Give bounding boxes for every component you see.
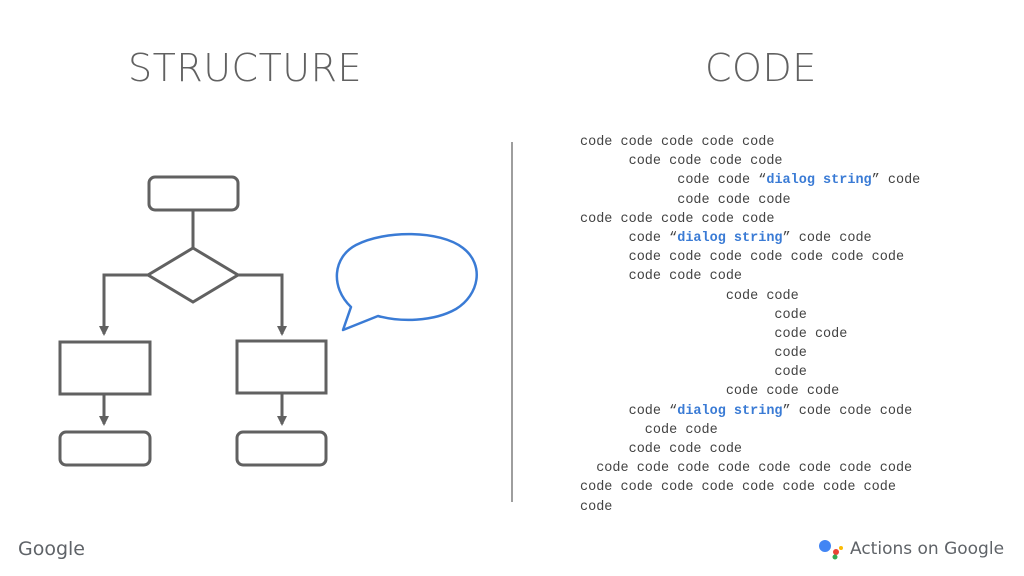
code-text: code code “ (580, 173, 767, 189)
code-block: code code code code code code code code … (580, 133, 920, 517)
code-text: code code code code code code code code (580, 461, 913, 477)
code-text: ” code code code (782, 403, 913, 419)
dialog-string: dialog string (677, 403, 783, 419)
code-text: code (580, 365, 807, 381)
code-line: code code (580, 421, 920, 440)
code-text: code code code (580, 384, 840, 400)
code-line: code (580, 498, 920, 517)
code-line: code code code code code (580, 133, 920, 152)
code-text: code (580, 307, 807, 323)
code-text: ” code (871, 173, 921, 189)
end-box-right (235, 430, 328, 467)
code-text: code code code code code code code code (580, 480, 896, 496)
code-text: code “ (580, 403, 678, 419)
actions-on-google-logo: Actions on Google (818, 538, 1004, 560)
decision-diamond (145, 246, 241, 304)
code-text: code code code (580, 192, 791, 208)
code-line: code (580, 363, 920, 382)
google-logo: Google (18, 538, 86, 560)
code-text: code code code code code code code (580, 250, 905, 266)
code-line: code code code (580, 267, 920, 286)
code-text: code code code (580, 442, 743, 457)
structure-heading: STRUCTURE (128, 46, 363, 90)
process-box-right (235, 339, 328, 395)
code-text: code code (580, 326, 848, 342)
code-line: code code “dialog string” code (580, 171, 920, 190)
dialog-string: dialog string (677, 230, 783, 246)
code-text: code (580, 499, 613, 515)
code-text: code code code code (580, 154, 783, 170)
google-assistant-icon (819, 540, 843, 560)
code-text: code “ (580, 230, 678, 246)
code-text: code code (580, 288, 799, 304)
code-line: code (580, 306, 920, 325)
code-heading: CODE (705, 46, 817, 90)
code-line: code code code code code code code code (580, 459, 920, 478)
code-line: code “dialog string” code code (580, 229, 920, 248)
code-line: code code code code code code code code (580, 478, 920, 497)
end-box-left (58, 430, 152, 467)
code-line: code code code (580, 191, 920, 210)
code-line: code code code code code (580, 210, 920, 229)
code-line: code code (580, 325, 920, 344)
dialog-string: dialog string (766, 173, 872, 189)
code-line: code code code (580, 440, 920, 459)
code-line: code (580, 344, 920, 363)
code-line: code code code code code code code (580, 248, 920, 267)
flowchart-diagram (58, 175, 478, 467)
speech-bubble (335, 232, 478, 332)
code-line: code code code code (580, 152, 920, 171)
actions-on-google-label: Actions on Google (850, 539, 1005, 559)
start-box (147, 175, 240, 212)
arrow-left-branch (99, 273, 148, 336)
section-divider (511, 142, 513, 502)
arrow-right-branch (238, 273, 287, 336)
code-text: code code code (580, 269, 743, 285)
process-box-left (58, 340, 152, 396)
code-text: code code code code code (580, 135, 775, 150)
code-text: ” code code (782, 230, 872, 246)
code-text: code (580, 346, 807, 362)
code-line: code code code (580, 382, 920, 401)
code-line: code code (580, 287, 920, 306)
code-line: code “dialog string” code code code (580, 402, 920, 421)
code-text: code code (580, 422, 718, 438)
code-text: code code code code code (580, 211, 775, 227)
